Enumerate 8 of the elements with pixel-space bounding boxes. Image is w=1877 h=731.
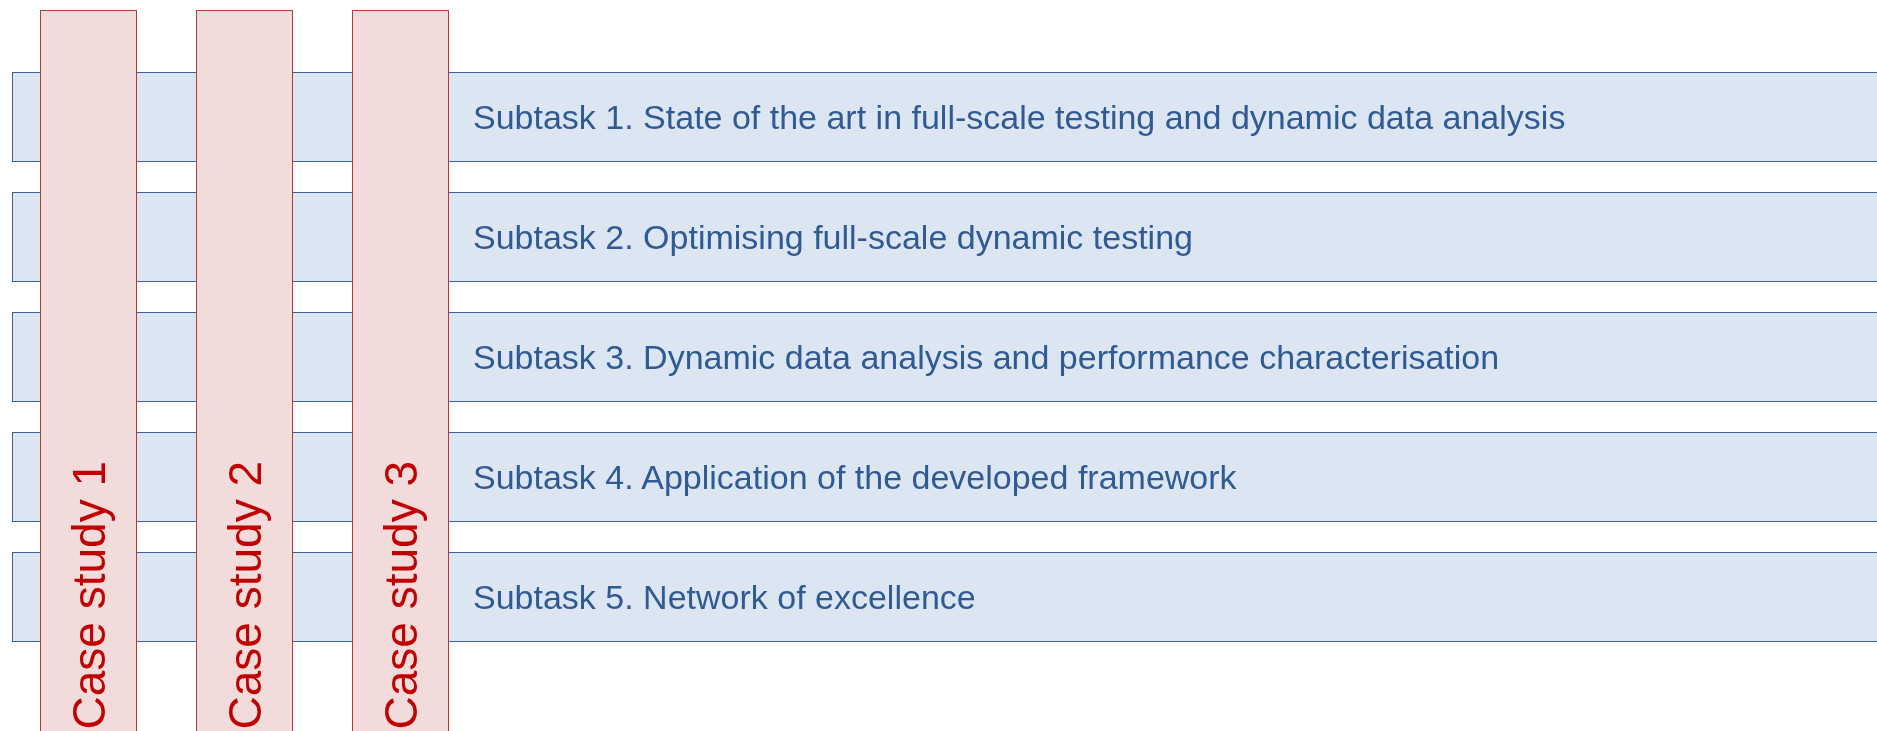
subtask-label: Subtask 3. Dynamic data analysis and performance characterisation (473, 337, 1500, 377)
case-study-bar (40, 10, 137, 731)
case-study-bar (352, 10, 449, 731)
subtask-label: Subtask 4. Application of the developed framework (473, 457, 1237, 497)
subtask-label: Subtask 5. Network of excellence (473, 577, 976, 617)
case-study-bar (196, 10, 293, 731)
subtask-label: Subtask 2. Optimising full-scale dynamic testing (473, 217, 1193, 257)
subtask-label: Subtask 1. State of the art in full-scale testing and dynamic data analysis (473, 97, 1566, 137)
